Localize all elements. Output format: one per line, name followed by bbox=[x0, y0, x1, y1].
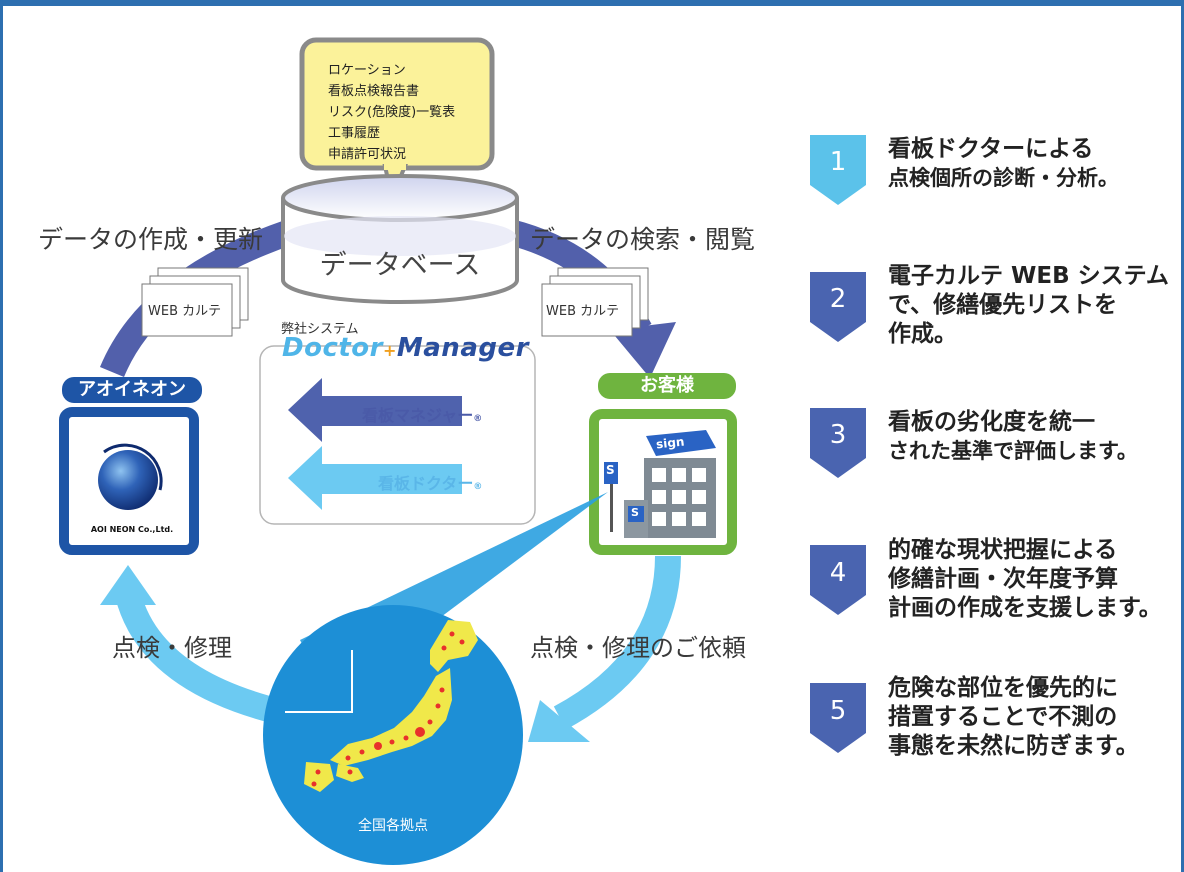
system-caption: 弊社システム bbox=[281, 322, 359, 337]
step-line: 修繕計画・次年度予算 bbox=[888, 566, 1118, 592]
label-request: 点検・修理のご依頼 bbox=[530, 634, 746, 662]
building-sign-text: sign bbox=[655, 434, 686, 452]
doctor-arrow-label: 看板ドクター® bbox=[378, 474, 483, 493]
step-number: 4 bbox=[829, 558, 847, 588]
step-line: 計画の作成を支援します。 bbox=[888, 595, 1162, 621]
step-line: された基準で評価します。 bbox=[888, 439, 1138, 463]
web-karte-label-right: WEB カルテ bbox=[546, 300, 620, 319]
badge-2 bbox=[810, 272, 866, 342]
badge-3 bbox=[810, 408, 866, 478]
web-karte-label-left: WEB カルテ bbox=[148, 300, 222, 319]
step-badges bbox=[810, 135, 866, 753]
japan-caption: 全国各拠点 bbox=[358, 818, 428, 834]
step-line: 的確な現状把握による bbox=[888, 537, 1118, 563]
aoi-neon-tag: アオイネオン bbox=[62, 377, 202, 403]
step-line: 事態を未然に防ぎます。 bbox=[888, 733, 1139, 759]
doctor-manager-logo: Doctor+Manager bbox=[282, 333, 529, 363]
callout-list: ロケーション 看板点検報告書 リスク(危険度)一覧表 工事履歴 申請許可状況 bbox=[328, 60, 455, 165]
arrowhead-to-japan bbox=[528, 700, 590, 742]
callout-item: ロケーション bbox=[328, 63, 406, 78]
arc-request bbox=[553, 555, 681, 730]
brand-manager: Manager bbox=[396, 333, 529, 363]
brand-plus: + bbox=[382, 341, 397, 360]
step-line: 看板の劣化度を統一 bbox=[888, 409, 1095, 435]
step-line: 電子カルテ WEB システム bbox=[888, 263, 1169, 289]
step-line: 点検個所の診断・分析。 bbox=[888, 166, 1119, 190]
step-number: 3 bbox=[829, 420, 847, 450]
aoi-company-caption: AOI NEON Co.,Ltd. bbox=[90, 525, 174, 534]
badge-5 bbox=[810, 683, 866, 753]
manager-arrow-label: 看板マネジャー® bbox=[362, 406, 483, 425]
system-box bbox=[259, 345, 536, 525]
step-number: 5 bbox=[829, 696, 847, 726]
arc-inspect-repair bbox=[115, 591, 284, 725]
label-search-view: データの検索・閲覧 bbox=[530, 225, 756, 254]
step-number: 1 bbox=[829, 147, 847, 177]
badge-4 bbox=[810, 545, 866, 615]
manager-arrow bbox=[288, 378, 462, 442]
building-icon bbox=[604, 430, 716, 538]
step-number: 2 bbox=[829, 284, 847, 314]
brand-doctor: Doctor bbox=[282, 333, 383, 363]
badge-1 bbox=[810, 135, 866, 205]
label-inspect-repair: 点検・修理 bbox=[112, 634, 232, 662]
building-s-mark: S bbox=[606, 463, 615, 477]
arrowhead-to-aoi bbox=[100, 565, 156, 605]
client-tag: お客様 bbox=[598, 373, 736, 399]
japan-map bbox=[304, 620, 478, 792]
callout-item: 工事履歴 bbox=[328, 126, 381, 141]
callout-item: リスク(危険度)一覧表 bbox=[328, 105, 456, 120]
doctor-arrow bbox=[288, 446, 462, 510]
callout-item: 看板点検報告書 bbox=[328, 84, 420, 99]
callout-item: 申請許可状況 bbox=[328, 147, 407, 162]
step-line: 看板ドクターによる bbox=[888, 136, 1094, 162]
step-line: 作成。 bbox=[888, 321, 957, 347]
database-label: データベース bbox=[319, 250, 481, 281]
japan-dots bbox=[311, 631, 465, 787]
aoi-globe-logo bbox=[98, 450, 158, 510]
step-line: 措置することで不測の bbox=[888, 704, 1118, 730]
database-top bbox=[281, 174, 519, 222]
step-line: 危険な部位を優先的に bbox=[888, 675, 1118, 701]
building-s-mark-small: S bbox=[631, 506, 639, 519]
step-line: で、修繕優先リストを bbox=[888, 292, 1118, 318]
label-create-update: データの作成・更新 bbox=[38, 225, 264, 254]
